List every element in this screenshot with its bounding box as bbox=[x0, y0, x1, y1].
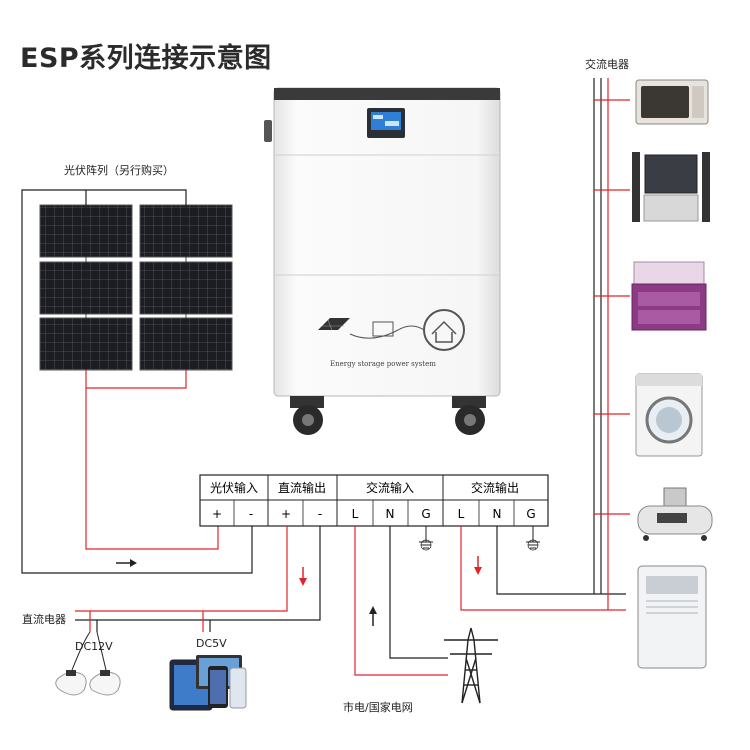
dc12v-label: DC12V bbox=[75, 640, 113, 653]
product-caption: Energy storage power system bbox=[330, 360, 436, 368]
microwave-icon bbox=[635, 79, 709, 125]
dc5v-label: DC5V bbox=[196, 637, 227, 650]
terminal-label: - bbox=[318, 507, 322, 521]
pv-array-label: 光伏阵列（另行购买） bbox=[64, 164, 174, 177]
terminal-group-label: 交流输入 bbox=[366, 480, 414, 495]
arrow-right-icon bbox=[130, 559, 137, 567]
freezer-icon bbox=[631, 261, 707, 331]
washing-machine-icon bbox=[635, 373, 703, 457]
terminal-label: G bbox=[421, 507, 430, 521]
dc-appliances-label: 直流电器 bbox=[22, 613, 66, 626]
dc-output-wiring bbox=[75, 526, 321, 632]
ground-icon bbox=[419, 526, 433, 551]
energy-storage-unit: Energy storage power system bbox=[264, 87, 501, 435]
ac-input-wiring bbox=[354, 526, 448, 676]
terminal-label: - bbox=[249, 507, 253, 521]
terminal-block: 光伏输入 直流输出 交流输入 交流输出 + - + - L N G L N G bbox=[199, 474, 549, 527]
digital-devices-icon bbox=[169, 655, 247, 711]
ac-output-wiring bbox=[460, 78, 630, 611]
terminal-group-label: 交流输出 bbox=[471, 480, 519, 495]
arrow-down-icon bbox=[474, 556, 482, 575]
led-bulb-icon bbox=[55, 631, 121, 696]
terminal-label: N bbox=[493, 507, 502, 521]
ac-appliances-label: 交流电器 bbox=[585, 58, 629, 71]
arrow-down-icon bbox=[299, 567, 307, 586]
terminal-label: G bbox=[526, 507, 535, 521]
terminal-label: N bbox=[386, 507, 395, 521]
diagram-title: ESP系列连接示意图 bbox=[20, 43, 272, 74]
caster-wheel bbox=[290, 396, 324, 408]
grid-label: 市电/国家电网 bbox=[343, 701, 413, 714]
terminal-group-label: 光伏输入 bbox=[210, 480, 258, 495]
solar-house-graphic bbox=[318, 309, 465, 351]
transmission-tower-icon bbox=[444, 627, 498, 704]
air-conditioner-icon bbox=[637, 565, 707, 669]
terminal-label: L bbox=[458, 507, 465, 521]
pv-wiring bbox=[21, 189, 253, 574]
ground-icon bbox=[526, 526, 540, 551]
solar-panel-array bbox=[39, 204, 233, 371]
terminal-group-label: 直流输出 bbox=[278, 480, 326, 495]
terminal-label: + bbox=[281, 507, 291, 521]
arrow-up-icon bbox=[369, 606, 377, 626]
terminal-label: L bbox=[352, 507, 359, 521]
terminal-label: + bbox=[212, 507, 222, 521]
caster-wheel bbox=[452, 396, 486, 408]
tv-with-speakers-icon bbox=[632, 152, 710, 222]
air-compressor-icon bbox=[637, 487, 713, 541]
